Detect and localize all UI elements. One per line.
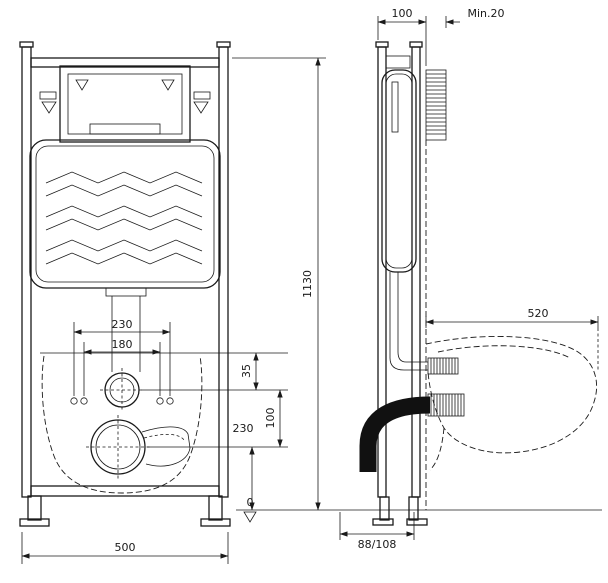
fixing-dimensions: 230 180	[73, 318, 171, 396]
bracket-triangle-icon	[193, 101, 209, 114]
marker-triangle-icon	[161, 79, 175, 91]
dim-label-inlet-offset: 35	[240, 364, 253, 378]
wall-min-dimension: Min.20	[445, 7, 505, 28]
fixing-bolts	[70, 397, 174, 405]
pan-outline-side	[425, 336, 598, 471]
dim-label-fixing-outer: 230	[112, 318, 133, 331]
frame-structure	[19, 41, 231, 527]
dim-label-wall-min: Min.20	[467, 7, 504, 20]
wall-hatch-icon	[426, 73, 446, 135]
cistern-front	[29, 139, 221, 289]
dim-label-inlet-to-outlet: 100	[264, 408, 277, 429]
wall-section	[425, 69, 447, 510]
marker-triangle-icon	[75, 79, 89, 91]
cistern-side	[381, 55, 428, 371]
connector-ribs-icon	[430, 358, 456, 374]
dim-label-frame-width: 500	[115, 541, 136, 554]
depth-dimension: 520	[425, 307, 599, 372]
waste-elbow	[359, 396, 431, 472]
height-dimension: 1130	[232, 57, 326, 511]
offset-dimensions: 35 100 230	[40, 352, 288, 511]
waste-outlet-circle	[86, 415, 191, 479]
water-inlet-circle	[100, 368, 144, 412]
dim-label-top-offset: 100	[392, 7, 413, 20]
width-dimension: 500	[21, 532, 229, 564]
dim-label-floor-level: 0	[247, 496, 254, 509]
pan-outline-front	[41, 355, 203, 494]
outlet-pipe-dimension: 88/108	[339, 512, 415, 551]
dim-label-fixing-inner: 180	[112, 338, 133, 351]
dim-label-pan-depth: 520	[528, 307, 549, 320]
datum-triangle-icon	[243, 511, 257, 523]
bracket-triangle-icon	[41, 101, 57, 114]
connector-ribs-icon	[430, 394, 462, 416]
wall-brackets	[39, 91, 211, 114]
dim-label-outlet-height: 230	[233, 422, 254, 435]
front-view: 230 180	[19, 41, 602, 564]
floor-datum: 0	[236, 496, 602, 523]
dim-label-frame-height: 1130	[301, 270, 314, 298]
flush-plate-housing	[59, 65, 191, 143]
side-view: 520 100 Min.20 88/108	[339, 7, 599, 551]
pan-connectors	[427, 357, 465, 417]
top-offset-dimension: 100	[377, 7, 427, 66]
frame-structure-side	[372, 41, 428, 526]
dim-label-outlet-pipe: 88/108	[358, 538, 397, 551]
